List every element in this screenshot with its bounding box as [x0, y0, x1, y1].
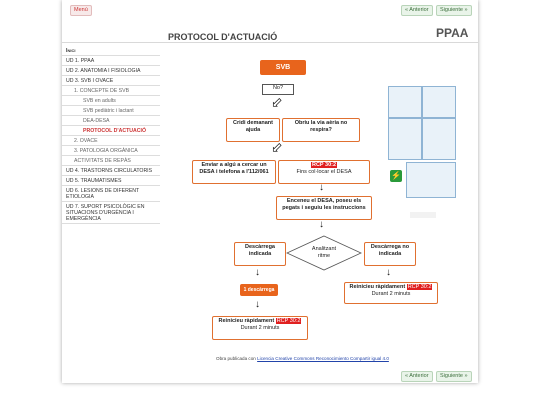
sidebar-item[interactable]: UD 5. TRAUMATISMES: [62, 176, 160, 186]
prev-button-top[interactable]: « Anterior: [401, 5, 433, 16]
header-bar: [62, 24, 478, 43]
sidebar-item[interactable]: UD 2. ANATOMIA I FISIOLOGIA: [62, 66, 160, 76]
arrow-down-icon: ↓: [386, 267, 391, 278]
sidebar-item[interactable]: SVB en adults: [62, 96, 160, 106]
sidebar-item[interactable]: 2. OVACE: [62, 136, 160, 146]
reinicieu-label: Reinicieu ràpidament: [218, 318, 275, 324]
descarrega-indicada-box: Descàrrega indicada: [234, 242, 286, 266]
sidebar-item[interactable]: UD 3. SVB I OVACE: [62, 76, 160, 86]
reinicieu-label: Reinicieu ràpidament: [349, 284, 406, 290]
sidebar-item[interactable]: ACTIVITATS DE REPÀS: [62, 156, 160, 166]
obriu-box: Obriu la via aèria no respira?: [282, 118, 360, 142]
footer-text: Obra publicada con: [216, 356, 256, 361]
sidebar-item[interactable]: SVB pediàtric i lactant: [62, 106, 160, 116]
fins-label: Fins col·locar el DESA: [296, 169, 352, 175]
cridi-box: Cridi demanant ajuda: [226, 118, 280, 142]
sidebar-item[interactable]: Inici: [62, 46, 160, 56]
cpr-illustration: [388, 118, 422, 160]
cpr-illustration: [422, 86, 456, 118]
cpr-illustration: [388, 86, 422, 118]
aed-illustration: [406, 162, 456, 198]
rcp-label: RCP 30:2: [406, 284, 433, 290]
next-button-bottom[interactable]: Siguiente »: [436, 371, 472, 382]
aed-icon: ⚡: [390, 170, 402, 182]
sidebar-item[interactable]: 1. CONCEPTE DE SVB: [62, 86, 160, 96]
durant-label: Durant 2 minuts: [240, 325, 280, 331]
brand-title: PPAA: [436, 26, 469, 40]
descarrega-no-box: Descàrrega no indicada: [364, 242, 416, 266]
arrow-icon: ⬃: [271, 94, 283, 110]
arrow-down-icon: ↓: [319, 182, 324, 193]
sidebar-item[interactable]: UD 7. SUPORT PSICOLÒGIC EN SITUACIONS D'…: [62, 202, 160, 224]
prev-button-bottom[interactable]: « Anterior: [401, 371, 433, 382]
next-button-top[interactable]: Siguiente »: [436, 5, 472, 16]
durant-label: Durant 2 minuts: [371, 291, 411, 297]
arrow-down-icon: ↓: [319, 219, 324, 230]
license-link[interactable]: Licencia Creative Commons Reconocimiento…: [257, 356, 389, 361]
una-descarrega-box: 1 descàrrega: [240, 284, 278, 296]
enceneu-box: Enceneu el DESA, poseu els pegats i segu…: [276, 196, 372, 220]
sidebar-item[interactable]: PROTOCOL D'ACTUACIÓ: [62, 126, 160, 136]
arrow-down-icon: ↓: [255, 299, 260, 310]
page-title: PROTOCOL D'ACTUACIÓ: [168, 32, 278, 42]
rcp-box: RCP 30:2 Fins col·locar el DESA: [278, 160, 370, 184]
cpr-illustration: [422, 118, 456, 160]
sidebar-item[interactable]: UD 6. LESIONS DE DIFERENT ETIOLOGIA: [62, 186, 160, 202]
reinicieu-box-right: Reinicieu ràpidament RCP 30:2 Durant 2 m…: [344, 282, 438, 304]
arrow-down-icon: ↓: [255, 267, 260, 278]
reinicieu-box-left: Reinicieu ràpidament RCP 30:2 Durant 2 m…: [212, 316, 308, 340]
license-footer: Obra publicada con Licencia Creative Com…: [216, 356, 389, 361]
rcp-label: RCP 30:2: [310, 162, 338, 168]
analitzant-label: Analitzant ritme: [311, 246, 337, 259]
analitzant-diamond: [286, 235, 362, 271]
svb-box: SVB: [260, 60, 306, 75]
arrow-icon: ⬃: [271, 139, 283, 155]
rcp-label: RCP 30:2: [275, 318, 302, 324]
menu-button[interactable]: Menú: [70, 5, 92, 16]
sidebar-item[interactable]: 3. PATOLOGIA ORGÀNICA: [62, 146, 160, 156]
sidebar-item[interactable]: DEA-DESA: [62, 116, 160, 126]
sidebar-item[interactable]: UD 4. TRASTORNS CIRCULATORIS: [62, 166, 160, 176]
sidebar-item[interactable]: UD 1. PPAA: [62, 56, 160, 66]
enviar-box: Enviar a algú a cercar un DESA i telefon…: [192, 160, 276, 184]
council-logo-icon: [410, 212, 436, 218]
no-box: No?: [262, 84, 294, 95]
